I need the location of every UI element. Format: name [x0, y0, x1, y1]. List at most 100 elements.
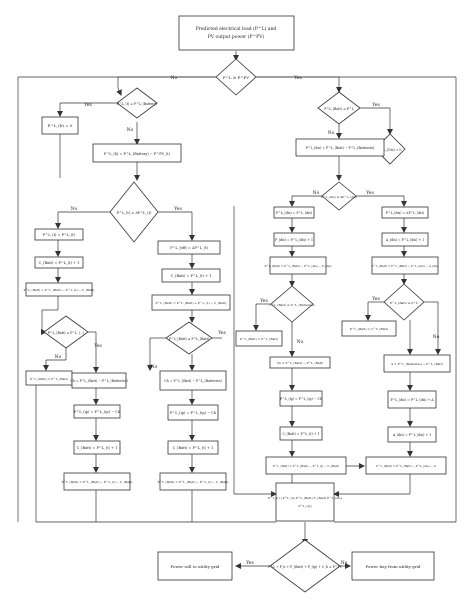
right-r7: [387, 426, 437, 443]
right-r7-label: A_(dis) = P^L_(dis) + 1: [392, 433, 431, 437]
label-yes-r3: Yes: [259, 298, 268, 304]
right-r8-label: P^L_(Batt) = P^L_(Batt) − P^L_(dis) − A: [376, 464, 436, 468]
right-l6-label: P^L_(ip) = P^L_(ip) − Ch: [280, 397, 322, 401]
left-b1: [157, 240, 221, 255]
right-l1: [273, 206, 315, 219]
right-l8-label: P^L_(Batt) = P^L_(Batt) − P^L_(t) − C_(B…: [273, 464, 339, 468]
left-a3: [25, 282, 93, 297]
left-a1-label: P^L_(t) = P^L_(t): [43, 233, 76, 237]
left-b6: [167, 404, 219, 421]
left-b2-label: C_(Batt) = P^L_(t) + 1: [171, 274, 212, 278]
left-b8: [159, 472, 227, 491]
label-yes-bottom: Yes: [245, 560, 254, 566]
merge-line1: P^L_(t) | P^L_(b) P^L_(Batt) C_(Batt) P^…: [268, 496, 342, 500]
right-r3-label: P^L_(Batt) = P^L_(Batt) − P^L_(dis) − A_…: [371, 264, 438, 268]
left-a5-label: Ch = P^L_(Batt) − P^L_(Batteries): [70, 379, 127, 383]
label-yes-l2: Yes: [173, 206, 182, 212]
left-a8: [63, 472, 131, 491]
right-r6-label: P^L_(dis) = P^L_(dis) + A: [390, 398, 434, 402]
left-box-diff-label: P^L_(b) = P^L_(Battery) − P^PV_(t): [104, 152, 171, 156]
left-b7-label: C_(Batt) = P^L_(t) + 1: [173, 446, 214, 450]
left-decision-3: [43, 315, 89, 349]
start-line1: Predicted electrical load (P^L) and: [196, 25, 277, 32]
label-no-r2: No: [313, 190, 320, 196]
label-yes-r2: Yes: [365, 190, 374, 196]
decision-top-label: P^L ≥ P^PV: [223, 75, 249, 80]
right-l3: [269, 256, 327, 275]
right-r2: [381, 232, 429, 247]
label-yes-r1: Yes: [371, 102, 380, 108]
label-no-l3: No: [55, 354, 62, 360]
sell-box: [157, 551, 233, 581]
merge-line2: P^L_(ip): [298, 504, 311, 508]
right-side1: [235, 330, 283, 347]
label-no-r1: No: [328, 130, 335, 136]
right-decision-3: [270, 285, 314, 323]
right-box-top-label: P^L_(dis) = P^L_(Batt) − P^L_(Batteries): [306, 146, 375, 150]
decision-top: [215, 58, 257, 96]
left-a7-label: C_(Batt) = P^L_(t) + 1: [77, 446, 118, 450]
left-decision-4: [165, 321, 213, 355]
left-a2: [34, 256, 84, 269]
right-l5-label: Ch = P^L_(Batt) − P^L_(Batt): [277, 361, 324, 365]
left-a2-label: C_(Batt) = P^L_(t) + 1: [39, 261, 80, 265]
right-r5: [383, 354, 451, 373]
label-no-r3: No: [297, 339, 304, 345]
left-a6-label: P^L_(ip) = P^L_(ip) − Ch: [74, 410, 121, 414]
right-l6: [279, 390, 323, 407]
left-b1-label: P^L_(eff) = ΔP^L_(t): [170, 246, 208, 250]
left-b7: [167, 440, 219, 455]
left-a5: [71, 372, 127, 389]
right-l2-label: P_(dis) = P^L_(dis) + 1: [275, 238, 313, 242]
left-b8-label: P^L_(Batt) = P^L_(Batt) − P^L_(t) − C_(B…: [158, 480, 229, 484]
right-l7-label: C_(Batt) = P^L_(t) + 1: [282, 432, 319, 436]
right-decision-4: [383, 283, 425, 321]
label-yes-l1: Yes: [83, 102, 92, 108]
right-decision-2-label: P^L_(dis) ≥ ΔP^L_(dis): [321, 195, 357, 199]
right-r5-label: A = P^L_(Batteries) − P^L_(Batt): [390, 362, 443, 366]
right-box-top: [295, 138, 385, 157]
left-box-diff: [92, 143, 182, 163]
left-decision-3-label: P^L_(Batt) ≥ P^L_(...): [48, 331, 85, 335]
right-decision-4-label: P^L_(Batt) ≥ P^L: [390, 301, 418, 305]
right-side1-label: P^L_(Batt) = P^L_(Batt): [240, 337, 278, 341]
right-l1-label: P^L_(dis) = P^L_(dis): [276, 211, 312, 215]
decision-bottom: [269, 539, 341, 593]
left-decision-2-label: P^L_(t) ≥ ΔP^L_(t): [117, 211, 152, 215]
sell-label: Power sell to utility grid: [171, 564, 220, 569]
buy-box: [351, 551, 435, 581]
label-no-l1: No: [127, 127, 134, 133]
left-decision-1: [116, 87, 158, 119]
left-b3-label: P^L_(Batt) = P^L_(Batt) + P^L_(t) − C_(B…: [156, 301, 227, 305]
right-side2: [341, 320, 397, 337]
left-a8-label: P^L_(Batt) = P^L_(Batt) − P^L_(t) − C_(B…: [62, 480, 133, 484]
decision-bottom-label: P^L + P_b + P_(Batt) + P_(ip) + C_b ≥ P^…: [268, 565, 343, 569]
buy-label: Power buy from utility grid: [366, 564, 421, 569]
label-yes-l4: Yes: [217, 330, 226, 336]
right-decision-3-label: P^L_(Batt) ≥ P^L_(Batteries): [269, 303, 314, 307]
right-decision-2: [321, 181, 357, 211]
right-l2: [273, 232, 315, 247]
label-no-r4: No: [433, 334, 440, 340]
label-no-bottom: No: [341, 560, 348, 566]
right-r3: [371, 256, 439, 275]
left-decision-4-label: P^L_(Batt) ≥ P^L_(Batt): [169, 337, 209, 341]
merge-box: [275, 482, 335, 522]
left-a7: [73, 440, 121, 455]
right-r1-label: P^L_(dis) = ΔP^L_(dis): [386, 211, 424, 215]
label-yes-r4: Yes: [371, 296, 380, 302]
label-no-l2: No: [71, 206, 78, 212]
left-box-zero: [41, 116, 79, 135]
right-r1: [381, 206, 429, 219]
right-r8: [365, 456, 447, 475]
right-decision-1: [317, 91, 361, 125]
right-l7: [279, 426, 323, 441]
left-box-zero-label: P^L_(b) = 0: [48, 123, 73, 128]
right-l8: [265, 456, 347, 475]
start-line2: PV output power (P^PV): [208, 33, 265, 40]
left-a4-label: P^L_(Batt) = P^L_(Batt): [30, 377, 68, 381]
left-b5: [159, 370, 227, 391]
right-r2-label: A_(dis) = P^L_(dis) + 1: [385, 238, 424, 242]
start-box: [178, 15, 295, 51]
